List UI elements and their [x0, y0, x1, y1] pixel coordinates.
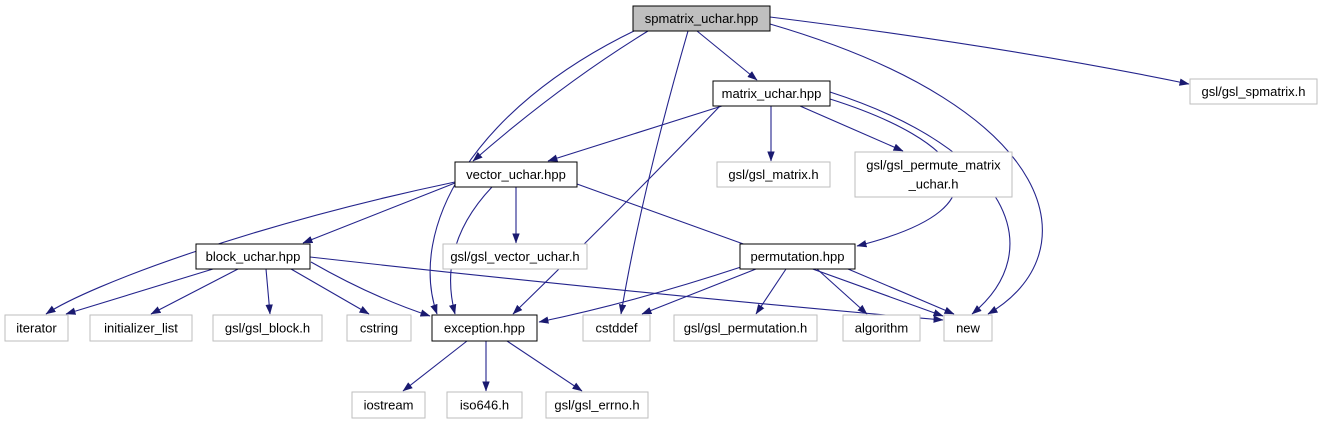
edge-block_uchar-to-gsl_block: [265, 268, 273, 315]
node-iostream: iostream: [351, 391, 426, 419]
node-box-vector_uchar[interactable]: [454, 161, 578, 188]
node-gsl_permute_matrix: gsl/gsl_permute_matrix _uchar.h: [854, 151, 1013, 198]
edge-spmatrix_uchar-to-new: [769, 23, 1043, 315]
edge-matrix_uchar-to-gsl_permute_matrix: [799, 105, 904, 152]
node-box-gsl_matrix: [716, 161, 831, 188]
node-label-cstring: cstring: [360, 321, 398, 336]
node-iso646: iso646.h: [446, 391, 523, 419]
node-exception[interactable]: exception.hpp: [431, 314, 538, 342]
edge-permutation-to-exception: [538, 266, 742, 324]
node-gsl_spmatrix: gsl/gsl_spmatrix.h: [1189, 78, 1318, 105]
node-label-iso646: iso646.h: [460, 398, 509, 413]
edge-permutation-to-algorithm: [816, 268, 868, 315]
node-cstddef: cstddef: [582, 314, 651, 342]
node-label-vector_uchar: vector_uchar.hpp: [466, 167, 566, 182]
node-gsl_permutation: gsl/gsl_permutation.h: [673, 314, 818, 342]
edge-permutation-to-new: [847, 268, 955, 315]
node-permutation[interactable]: permutation.hpp: [739, 243, 856, 270]
node-box-cstddef: [582, 314, 651, 342]
node-label-iterator: iterator: [16, 321, 57, 336]
node-label-matrix_uchar: matrix_uchar.hpp: [722, 86, 822, 101]
node-box-permutation[interactable]: [739, 243, 856, 270]
node-label-permutation: permutation.hpp: [751, 249, 845, 264]
edge-permutation-to-gsl_permutation: [755, 268, 787, 315]
node-label-gsl_permutation: gsl/gsl_permutation.h: [684, 321, 808, 336]
node-label-block_uchar: block_uchar.hpp: [206, 249, 301, 264]
node-box-cstring: [346, 314, 412, 342]
node-spmatrix_uchar: spmatrix_uchar.hpp: [632, 5, 771, 32]
nodes-layer: spmatrix_uchar.hpp matrix_uchar.hpp gsl/gs…: [4, 5, 1318, 419]
node-vector_uchar[interactable]: vector_uchar.hpp: [454, 161, 578, 188]
node-label-gsl_errno: gsl/gsl_errno.h: [554, 398, 639, 413]
node-box-iostream: [351, 391, 426, 419]
node-label-gsl_matrix: gsl/gsl_matrix.h: [728, 167, 818, 182]
edge-block_uchar-to-cstring: [290, 268, 370, 315]
node-box-matrix_uchar[interactable]: [712, 80, 831, 107]
node-box-gsl_permute_matrix: [854, 151, 1013, 198]
edge-vector_uchar-to-block_uchar: [302, 182, 456, 244]
edge-matrix_uchar-to-exception: [512, 105, 721, 315]
node-label-exception: exception.hpp: [444, 321, 525, 336]
node-initializer_list: initializer_list: [89, 314, 193, 342]
node-label-cstddef: cstddef: [596, 321, 638, 336]
node-block_uchar[interactable]: block_uchar.hpp: [195, 243, 311, 270]
edge-block_uchar-to-new: [309, 256, 944, 323]
edge-block_uchar-to-initializer_list: [150, 268, 239, 315]
node-box-gsl_errno: [545, 391, 649, 419]
node-label-gsl_vector_uchar: gsl/gsl_vector_uchar.h: [450, 249, 579, 264]
node-label-gsl_permute_matrix-line2: _uchar.h: [908, 177, 959, 192]
edge-spmatrix_uchar-to-cstddef: [618, 30, 689, 315]
node-box-new: [943, 314, 993, 342]
node-gsl_block: gsl/gsl_block.h: [212, 314, 323, 342]
node-matrix_uchar[interactable]: matrix_uchar.hpp: [712, 80, 831, 107]
node-gsl_vector_uchar: gsl/gsl_vector_uchar.h: [442, 243, 588, 270]
node-gsl_matrix: gsl/gsl_matrix.h: [716, 161, 831, 188]
node-new: new: [943, 314, 993, 342]
node-label-spmatrix_uchar: spmatrix_uchar.hpp: [645, 11, 758, 26]
node-box-algorithm: [842, 314, 921, 342]
node-box-spmatrix_uchar: [632, 5, 771, 32]
edge-block_uchar-to-exception: [310, 261, 431, 317]
edge-block_uchar-to-iterator: [65, 268, 214, 315]
edge-vector_uchar-to-iterator: [45, 181, 456, 315]
edge-permutation-to-cstddef: [641, 268, 757, 315]
node-box-gsl_permutation: [673, 314, 818, 342]
node-gsl_errno: gsl/gsl_errno.h: [545, 391, 649, 419]
node-box-exception[interactable]: [431, 314, 538, 342]
node-box-gsl_block: [212, 314, 323, 342]
edge-matrix_uchar-to-vector_uchar: [547, 105, 723, 162]
node-box-gsl_spmatrix: [1189, 78, 1318, 105]
node-label-gsl_spmatrix: gsl/gsl_spmatrix.h: [1201, 84, 1305, 99]
node-label-algorithm: algorithm: [855, 321, 908, 336]
node-box-iterator: [4, 314, 69, 342]
edge-exception-to-gsl_errno: [506, 340, 583, 392]
node-box-iso646: [446, 391, 523, 419]
node-label-initializer_list: initializer_list: [104, 321, 178, 336]
node-label-gsl_block: gsl/gsl_block.h: [225, 321, 310, 336]
node-box-block_uchar[interactable]: [195, 243, 311, 270]
edge-spmatrix_uchar-to-vector_uchar: [472, 30, 649, 162]
node-box-initializer_list: [89, 314, 193, 342]
edge-spmatrix_uchar-to-gsl_spmatrix: [769, 16, 1190, 86]
edge-matrix_uchar-to-new: [829, 91, 1011, 315]
node-iterator: iterator: [4, 314, 69, 342]
node-label-gsl_permute_matrix-line1: gsl/gsl_permute_matrix: [866, 158, 1001, 173]
node-label-iostream: iostream: [364, 398, 414, 413]
edge-spmatrix_uchar-to-matrix_uchar: [696, 30, 758, 81]
node-box-gsl_vector_uchar: [442, 243, 588, 270]
node-algorithm: algorithm: [842, 314, 921, 342]
edge-exception-to-iostream: [402, 340, 468, 392]
node-label-new: new: [956, 321, 980, 336]
node-cstring: cstring: [346, 314, 412, 342]
